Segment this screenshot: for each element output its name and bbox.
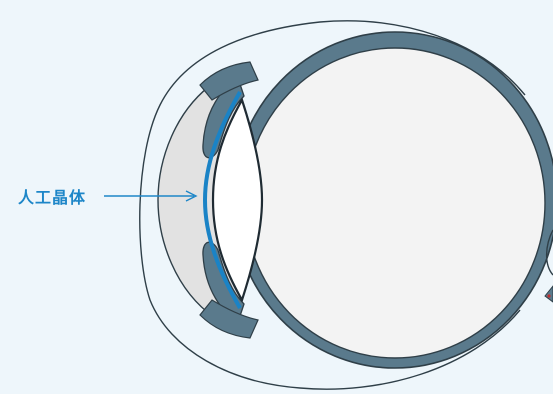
- optic-nerve-fill: [545, 286, 553, 302]
- iol-label: 人工晶体: [18, 184, 86, 208]
- vessel-dot: [547, 294, 550, 297]
- vitreous-body: [245, 48, 545, 358]
